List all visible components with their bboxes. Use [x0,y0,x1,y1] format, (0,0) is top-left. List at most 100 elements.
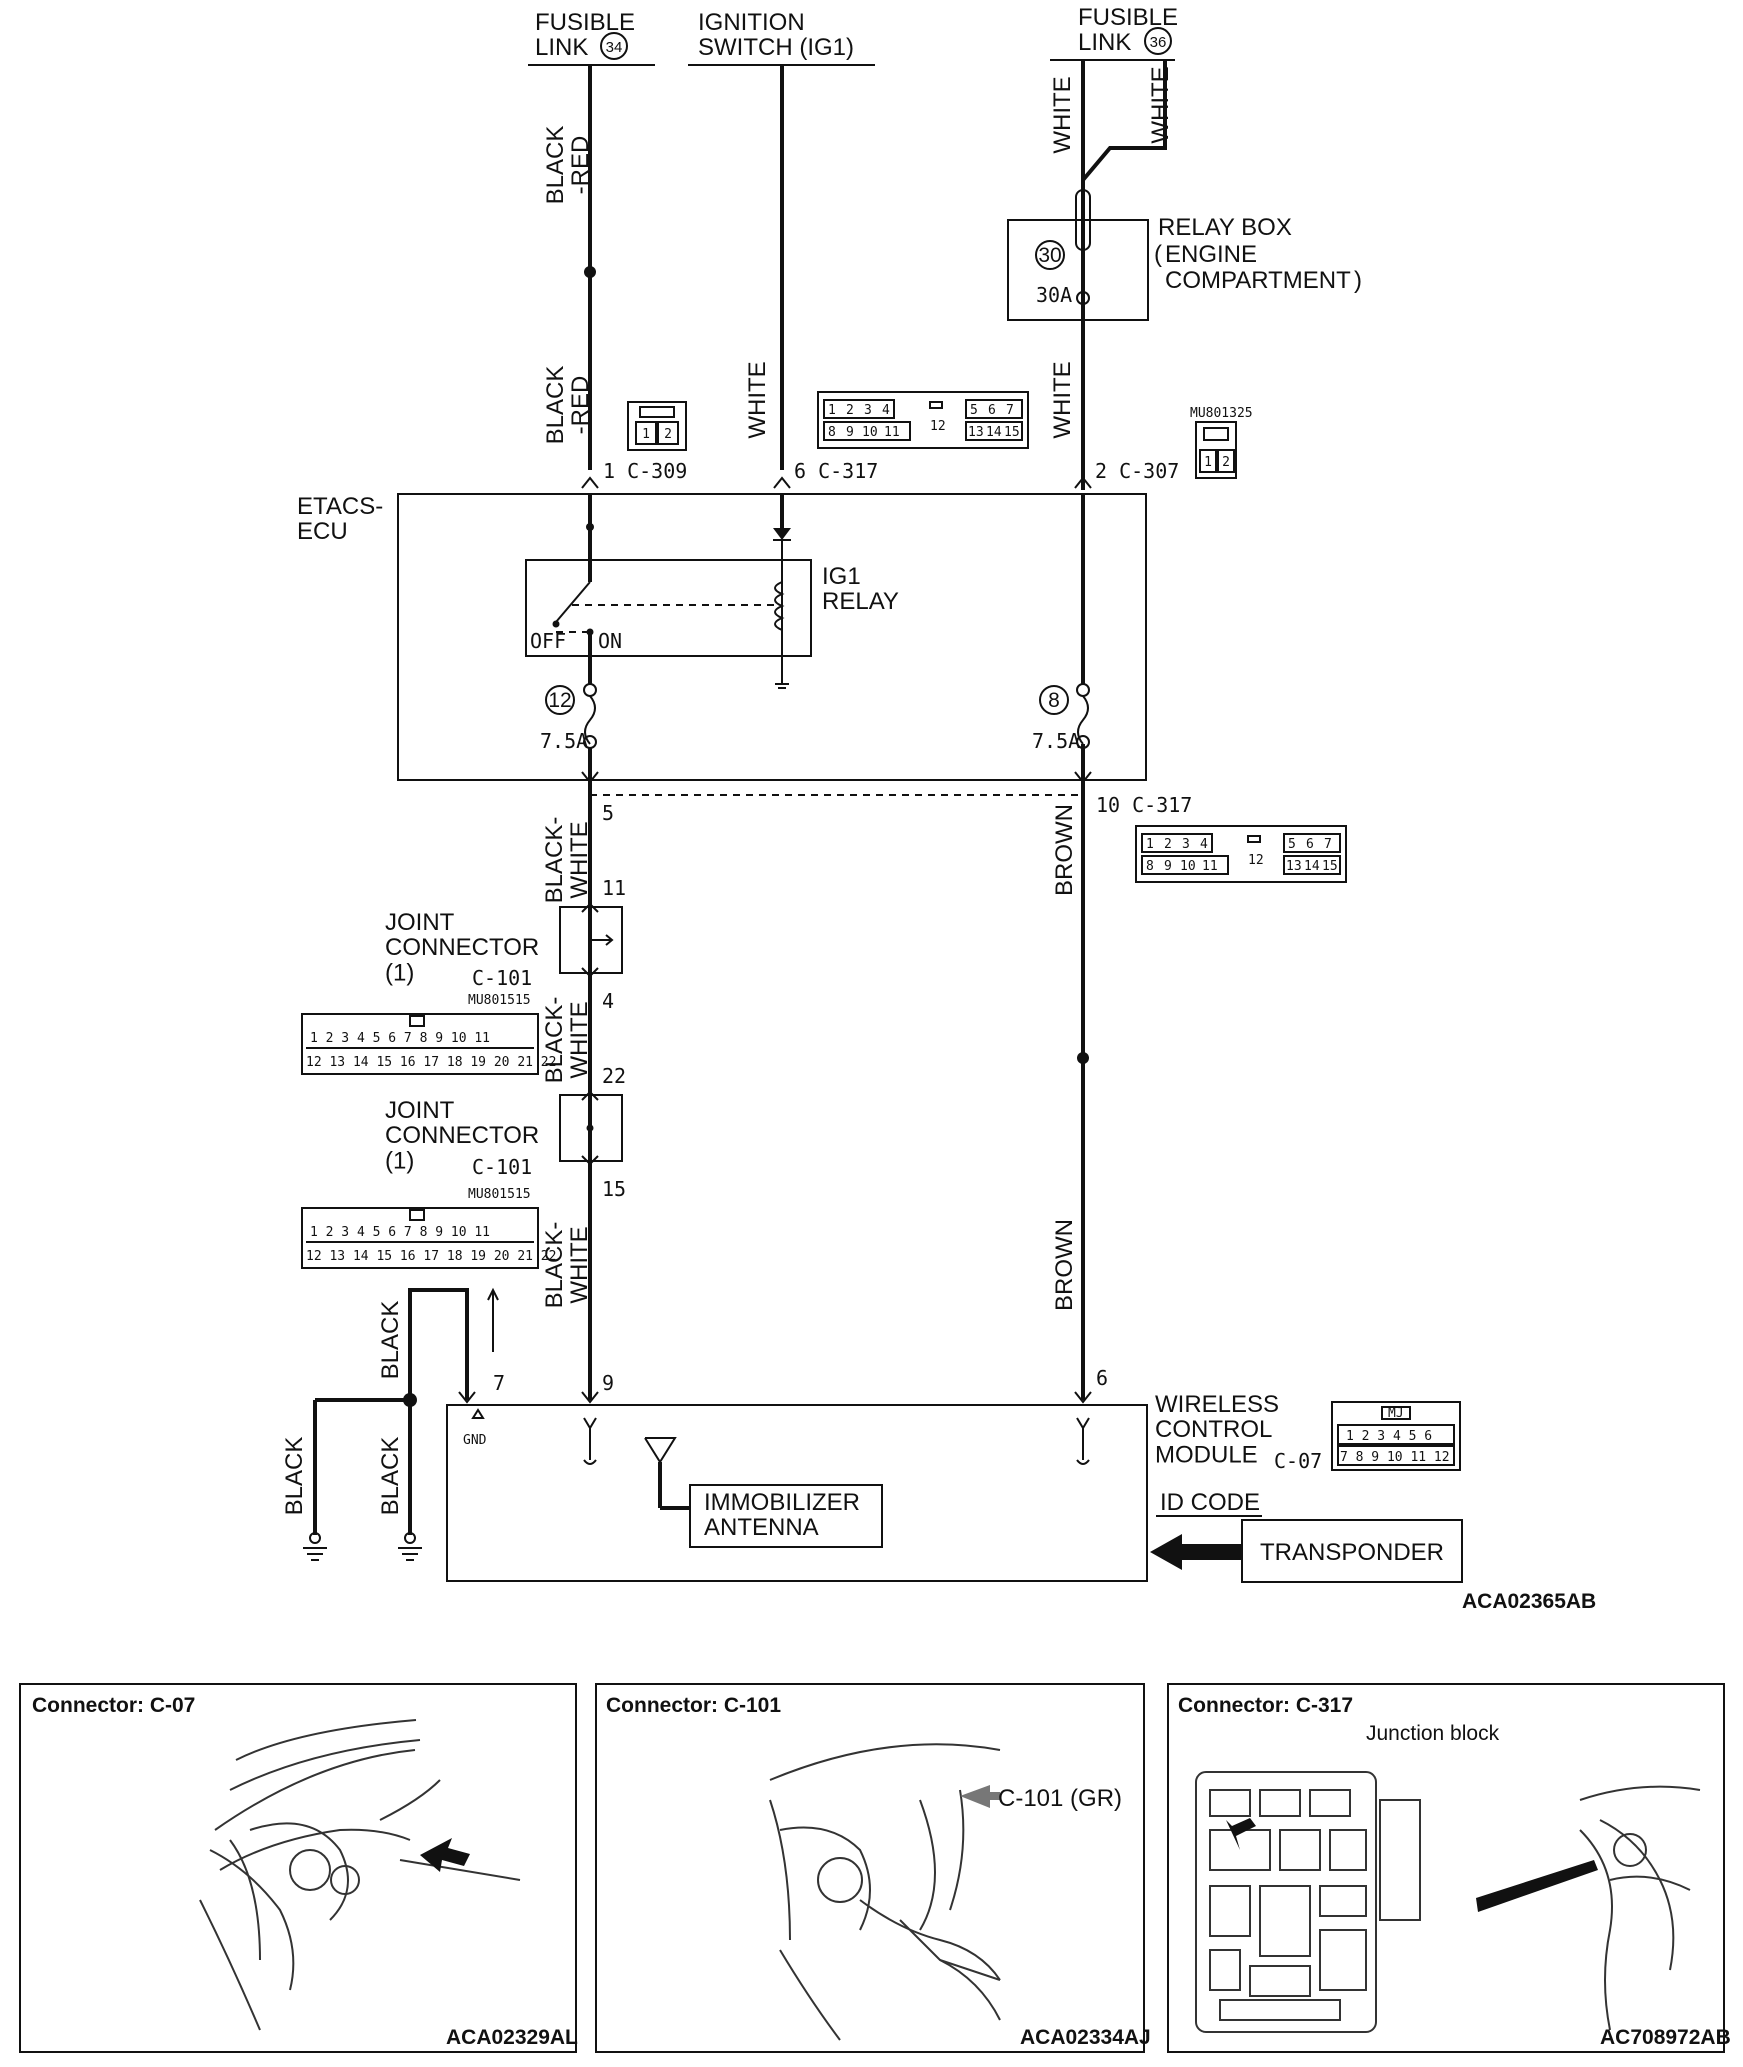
panel-2-title: Connector: C-101 [606,1694,781,1717]
svg-text:9: 9 [1164,859,1172,874]
svg-text:6: 6 [988,403,996,418]
panel-1-code: ACA02329AL [446,2026,578,2049]
svg-text:4: 4 [1200,837,1208,852]
panel-3-title: Connector: C-317 [1178,1694,1353,1717]
pin-7: 7 [493,1371,505,1395]
svg-text:14: 14 [986,425,1002,440]
ig1-relay-frame [525,559,812,657]
relay-box-fuse-number-circle [1035,240,1065,270]
panel-2-code: ACA02334AJ [1020,2026,1151,2049]
wire-white-b [1081,60,1167,182]
gnd-label: GND [463,1433,487,1448]
connector-c07-icon: MJ 1 2 3 4 5 6 7 8 9 10 11 12 [1331,1401,1461,1471]
fusible-link-36-number-circle [1144,27,1172,55]
etacs-ecu-frame [397,493,1147,781]
relay-coil-icon [774,581,785,631]
svg-text:13: 13 [1286,859,1302,874]
svg-text:1 2 3 4 5 6 7 8 9 10 11: 1 2 3 4 5 6 7 8 9 10 11 [310,1225,490,1240]
svg-text:2: 2 [1164,837,1172,852]
c101-part-2: MU801515 [468,1187,531,1202]
panel-connector-c101: Connector: C-101 C-101 (GR) ACA02334AJ [595,1683,1151,2053]
pin-11: 11 [602,876,626,900]
relay-box-label-2: ENGINE [1165,241,1257,268]
etacs-ecu-label: ETACS-ECU [297,493,383,545]
label-black-1: BLACK [377,1301,404,1380]
fuse-8-number: 8 [1048,689,1060,712]
transponder-label: TRANSPONDER [1260,1539,1444,1566]
pin-c317-10: 10 C-317 [1096,793,1192,817]
label-black-2: BLACK [377,1437,404,1516]
svg-text:7 8 9 10 11 12: 7 8 9 10 11 12 [1340,1450,1450,1465]
splice-dot [584,266,596,278]
transponder-arrow-icon [1150,1534,1242,1570]
diode-icon [773,528,791,540]
panel-3-arrow-small-icon [1226,1818,1256,1850]
label-black-white-3: BLACK-WHITE [541,1222,593,1309]
svg-text:7: 7 [1006,403,1014,418]
svg-text:12: 12 [1248,853,1264,868]
svg-text:3: 3 [1182,837,1190,852]
ground-icon-1 [303,1532,327,1561]
fusible-link-34-number: 34 [606,39,623,56]
fuse-8-number-circle [1039,685,1069,715]
ground-icon-2 [398,1532,422,1561]
pin-6: 6 [1096,1366,1108,1390]
relay-off-label: OFF [530,629,566,653]
panel-3-note: Junction block [1366,1722,1500,1745]
pin-22: 22 [602,1064,626,1088]
svg-text:(: ( [1154,241,1162,268]
label-black-white-2: BLACK-WHITE [541,997,593,1084]
fusible-link-34-number-circle [600,32,628,60]
fuse-12-number: 12 [548,689,571,712]
pin-15: 15 [602,1177,626,1201]
pin-4: 4 [602,989,614,1013]
label-black-red-top: BLACK-RED [542,126,594,205]
svg-text:1: 1 [1204,455,1212,470]
antenna-icon [644,1437,677,1464]
panel-1-title: Connector: C-07 [32,1694,195,1717]
svg-text:6: 6 [1306,837,1314,852]
pin-c317-6: 6 C-317 [794,459,878,483]
svg-text:2: 2 [1222,455,1230,470]
svg-text:2: 2 [846,403,854,418]
panel-3-code: AC708972AB [1600,2026,1731,2049]
transponder-box [1241,1519,1463,1583]
svg-text:15: 15 [1322,859,1338,874]
svg-text:11: 11 [884,425,900,440]
relay-box-frame [1007,219,1149,321]
pin-5: 5 [602,801,614,825]
svg-text:11: 11 [1202,859,1218,874]
id-code-label: ID CODE [1160,1489,1260,1516]
svg-text:15: 15 [1004,425,1020,440]
svg-text:5: 5 [970,403,978,418]
wcm-frame [446,1404,1148,1582]
connector-c101-icon-1: MU801515 1 2 3 4 5 6 7 8 9 10 11 12 13 1… [301,993,556,1075]
svg-text:1 2 3 4 5 6: 1 2 3 4 5 6 [1346,1429,1432,1444]
relay-on-label: ON [598,629,622,653]
svg-text:7: 7 [1324,837,1332,852]
label-black-red-bottom: BLACK-RED [542,366,594,445]
svg-text:2: 2 [664,427,672,442]
relay-box-fuse-number: 30 [1038,244,1061,267]
label-brown-1: BROWN [1051,804,1078,896]
pin-c309: 1 C-309 [603,459,687,483]
svg-text:1: 1 [828,403,836,418]
svg-text:8: 8 [828,425,836,440]
panel-2-note: C-101 (GR) [998,1785,1122,1812]
panel-1-arrow-icon [420,1838,470,1872]
label-white-c307: WHITE [1049,361,1076,438]
connector-c101-icon-2: MU801515 1 2 3 4 5 6 7 8 9 10 11 12 13 1… [301,1187,556,1269]
c07-label: C-07 [1274,1449,1322,1473]
relay-box-fuse-body [1075,189,1091,251]
wire-black-ground-loop [408,1288,469,1535]
